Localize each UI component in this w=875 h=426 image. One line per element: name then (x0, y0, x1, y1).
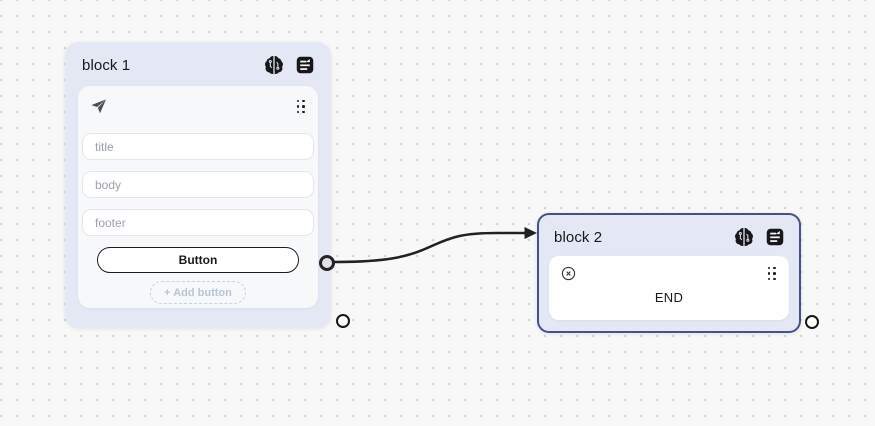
drag-handle-icon[interactable] (295, 98, 308, 116)
block-2-end-card: END (549, 256, 789, 320)
reply-button[interactable]: Button (97, 247, 299, 273)
ai-brain-icon[interactable] (733, 226, 755, 248)
block-2-title: block 2 (554, 228, 603, 246)
port-block2-output[interactable] (805, 315, 819, 329)
block-1-card-toolbar (78, 86, 318, 116)
block-2-card-toolbar (549, 256, 789, 282)
ai-brain-icon[interactable] (263, 54, 285, 76)
title-field[interactable] (82, 133, 314, 160)
block-2-header-icons (733, 226, 786, 248)
add-button[interactable]: + Add button (150, 281, 246, 304)
send-icon (91, 99, 107, 114)
block-1-message-card: Button + Add button (78, 86, 318, 308)
drag-handle-icon[interactable] (766, 265, 779, 283)
end-label: END (654, 290, 684, 305)
edge-arrowhead-icon (524, 227, 537, 239)
block-2-node[interactable]: block 2 (537, 213, 801, 333)
body-field[interactable] (82, 171, 314, 198)
block-1-node[interactable]: block 1 (65, 42, 331, 328)
block-1-title: block 1 (82, 56, 131, 74)
footer-field[interactable] (82, 209, 314, 236)
note-icon[interactable] (294, 54, 316, 76)
block-1-header: block 1 (65, 42, 331, 86)
port-block1-output[interactable] (336, 314, 350, 328)
x-circle-icon (561, 266, 576, 281)
port-button-output[interactable] (319, 255, 335, 271)
connection-edge[interactable] (333, 231, 527, 264)
note-icon[interactable] (764, 226, 786, 248)
block-1-fields (78, 116, 318, 236)
block-2-header: block 2 (539, 215, 799, 256)
block-1-header-icons (263, 54, 316, 76)
